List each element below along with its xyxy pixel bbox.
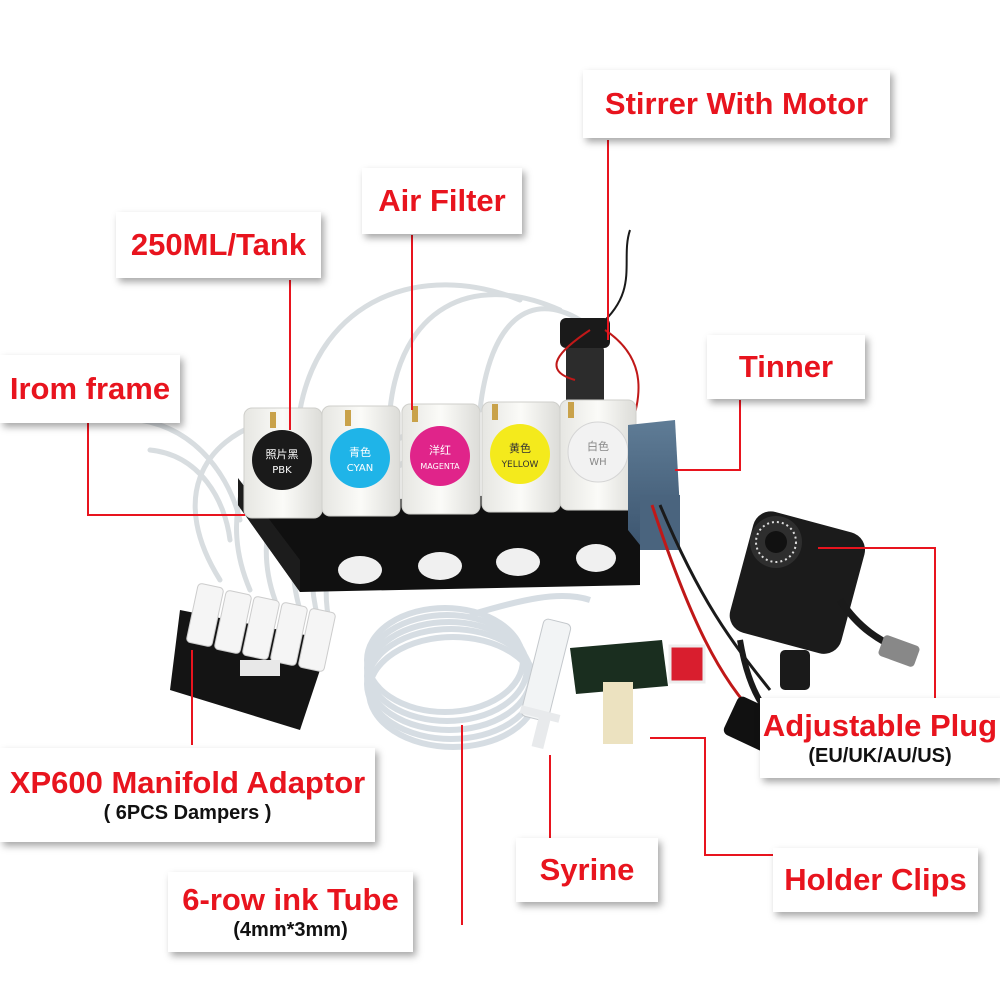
tank-en-cyan: CYAN [347, 463, 373, 474]
tank-cn-pbk: 照片黑 [266, 448, 299, 461]
label-holder-clips-text: Holder Clips [784, 861, 967, 897]
syringe [519, 618, 572, 750]
label-iron-frame: Irom frame [0, 355, 180, 423]
tank-en-white: WH [589, 457, 606, 468]
label-ink-tube-text: 6-row ink Tube [182, 881, 399, 917]
label-manifold-text: XP600 Manifold Adaptor [9, 764, 366, 800]
label-ink-tube-subtext: (4mm*3mm) [233, 919, 348, 942]
label-ink-tube: 6-row ink Tube (4mm*3mm) [168, 872, 413, 952]
tank-cn-magenta: 洋红 [429, 443, 451, 457]
label-holder-clips: Holder Clips [773, 848, 978, 912]
label-stirrer-text: Stirrer With Motor [604, 85, 869, 121]
tank-en-yellow: YELLOW [501, 460, 539, 470]
tank-label-pbk: 照片黑 PBK [252, 430, 312, 490]
label-adjustable-plug: Adjustable Plug (EU/UK/AU/US) [760, 698, 1000, 778]
tank-cn-yellow: 黄色 [509, 441, 531, 455]
label-manifold-subtext: ( 6PCS Dampers ) [103, 802, 272, 825]
label-tank-text: 250ML/Tank [130, 226, 307, 262]
label-tinner-text: Tinner [738, 348, 834, 384]
label-iron-frame-text: Irom frame [9, 370, 171, 406]
tank-label-cyan: 青色 CYAN [330, 428, 390, 488]
manifold-adaptor [170, 583, 336, 730]
label-syringe-text: Syrine [539, 851, 635, 887]
tank-label-magenta: 洋红 MAGENTA [410, 426, 470, 486]
label-syringe: Syrine [516, 838, 658, 902]
label-air-filter-text: Air Filter [378, 182, 506, 218]
label-plug-subtext: (EU/UK/AU/US) [808, 745, 952, 768]
tank-dot-magenta [410, 426, 470, 486]
label-air-filter: Air Filter [362, 168, 522, 234]
label-stirrer-with-motor: Stirrer With Motor [583, 70, 890, 138]
tank-label-white: 白色 WH [567, 421, 629, 483]
tank-dot-pbk [252, 430, 312, 490]
label-xp600-manifold: XP600 Manifold Adaptor ( 6PCS Dampers ) [0, 748, 375, 842]
holder-clips [570, 640, 706, 744]
label-plug-text: Adjustable Plug [762, 707, 998, 743]
leader-lines [87, 140, 936, 925]
tank-dot-yellow [490, 424, 550, 484]
tank-dot-cyan [330, 428, 390, 488]
label-tinner: Tinner [707, 335, 865, 399]
tank-label-yellow: 黄色 YELLOW [490, 424, 550, 484]
label-250ml-tank: 250ML/Tank [116, 212, 321, 278]
tank-cn-white: 白色 [587, 439, 609, 453]
tank-cn-cyan: 青色 [349, 445, 371, 459]
tank-en-pbk: PBK [272, 465, 292, 476]
stirrer-motor [555, 229, 640, 435]
tank-en-magenta: MAGENTA [420, 462, 460, 471]
ink-tanks [243, 399, 637, 519]
